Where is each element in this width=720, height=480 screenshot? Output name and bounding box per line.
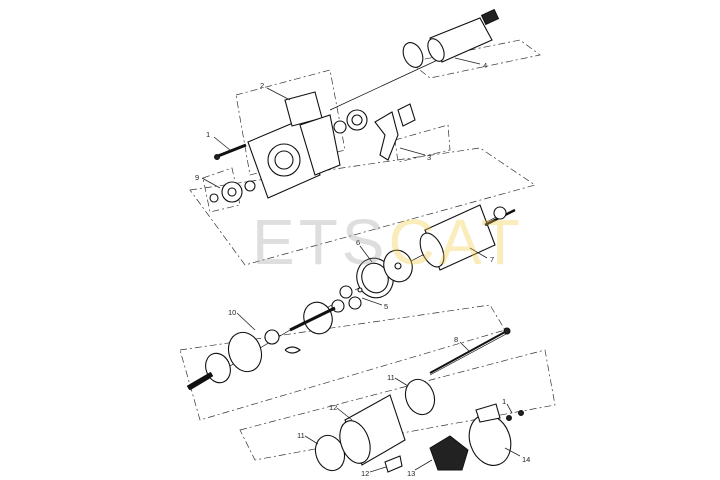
solenoid-terminal — [480, 8, 500, 26]
callout-1-upper: 1 — [206, 130, 210, 139]
pinion-part — [209, 180, 256, 203]
solenoid-oring — [402, 42, 424, 68]
oring-upper — [404, 378, 436, 416]
screw-b — [518, 410, 524, 416]
ring-plate-hole — [394, 262, 402, 270]
drive-clutch — [227, 331, 263, 373]
armature-part — [419, 204, 516, 271]
screw-part-lower — [506, 410, 524, 421]
leader-6 — [359, 245, 373, 263]
yoke-opening — [339, 420, 371, 464]
drive-shaft — [289, 306, 336, 332]
yoke-clip — [384, 455, 403, 473]
callout-4: 4 — [483, 61, 487, 70]
callout-12-upper: 12 — [329, 403, 337, 412]
leader-4 — [454, 57, 481, 65]
armature-commutator — [419, 232, 445, 268]
through-bolt-head — [503, 327, 511, 335]
drive-clip — [284, 346, 301, 354]
frame-group-2 — [235, 69, 346, 176]
callout-2: 2 — [260, 81, 264, 90]
solenoid-part — [402, 8, 500, 68]
planet-gear-a — [339, 285, 353, 299]
leader-11a — [394, 377, 409, 387]
drive-housing-part — [247, 91, 341, 199]
drive-assembly-part — [186, 301, 336, 391]
through-bolt-shank — [429, 331, 506, 374]
screw-a — [506, 415, 512, 421]
brush-holder-body — [429, 435, 469, 471]
pinion-washer-b — [244, 180, 256, 192]
group-frames — [179, 39, 556, 461]
solenoid-end — [427, 38, 445, 62]
washer-small — [333, 120, 347, 134]
leader-1b — [506, 403, 513, 414]
pinion-hub — [227, 187, 237, 197]
housing-bore-inner — [274, 150, 294, 170]
watermark: ETSCAT — [252, 205, 524, 279]
callout-12-lower: 12 — [361, 469, 369, 478]
callout-labels: 1 2 3 4 5 6 7 8 9 10 11 11 12 12 13 14 1 — [195, 61, 530, 478]
leader-9 — [201, 177, 221, 189]
gear-pin — [357, 287, 363, 293]
housing-neck — [299, 114, 341, 176]
brush-holder-part — [429, 435, 469, 471]
leader-10 — [236, 312, 256, 331]
drive-washer — [264, 329, 280, 345]
callout-11-upper: 11 — [387, 373, 395, 382]
leader-2 — [266, 87, 291, 101]
callout-9: 9 — [195, 173, 199, 182]
bolt-shank-upper — [217, 143, 247, 158]
drive-output-shaft — [186, 371, 214, 391]
frame-group-7 — [189, 147, 536, 266]
leader-13 — [414, 459, 433, 471]
leader-lines — [201, 57, 521, 473]
end-cover-tab — [475, 403, 501, 423]
callout-14: 14 — [522, 455, 530, 464]
frame-group-lower — [239, 349, 556, 461]
callout-8: 8 — [454, 335, 458, 344]
watermark-accent: CAT — [388, 206, 524, 278]
oring-part — [314, 378, 436, 472]
yoke-part — [339, 394, 406, 473]
leader-14 — [504, 447, 521, 457]
leader-3 — [399, 147, 426, 156]
pinion-washer-a — [209, 193, 219, 203]
leader-12b — [369, 466, 387, 473]
frame-group-9 — [202, 167, 241, 213]
frame-group-3 — [394, 124, 451, 163]
lever-block — [397, 103, 416, 127]
leader-11b — [304, 435, 319, 445]
callout-6: 6 — [356, 238, 360, 247]
callout-13: 13 — [407, 469, 415, 478]
callout-5: 5 — [384, 302, 388, 311]
leader-1a — [213, 136, 231, 151]
bolt-head-upper — [214, 154, 220, 160]
leader-8 — [459, 341, 471, 353]
through-bolt-part — [429, 327, 511, 374]
bolt-part-upper — [214, 143, 247, 160]
leader-7 — [469, 247, 488, 259]
callout-3: 3 — [427, 153, 431, 162]
shift-lever — [374, 111, 399, 161]
gear-set-part — [331, 285, 363, 313]
axis-bolt — [429, 331, 511, 376]
watermark-main: ETS — [252, 206, 389, 278]
callout-11-lower: 11 — [297, 431, 305, 440]
frame-group-4 — [409, 39, 541, 79]
planet-gear-b — [348, 296, 362, 310]
callout-1-lower: 1 — [502, 397, 506, 406]
armature-bearing — [493, 206, 507, 220]
bearing-inner — [351, 114, 363, 126]
leader-12a — [336, 407, 353, 421]
callout-10: 10 — [228, 308, 236, 317]
leader-5 — [361, 297, 383, 306]
ring-part — [356, 249, 413, 299]
end-cover-part — [468, 403, 512, 466]
lever-part — [333, 103, 416, 161]
callout-7: 7 — [490, 255, 494, 264]
